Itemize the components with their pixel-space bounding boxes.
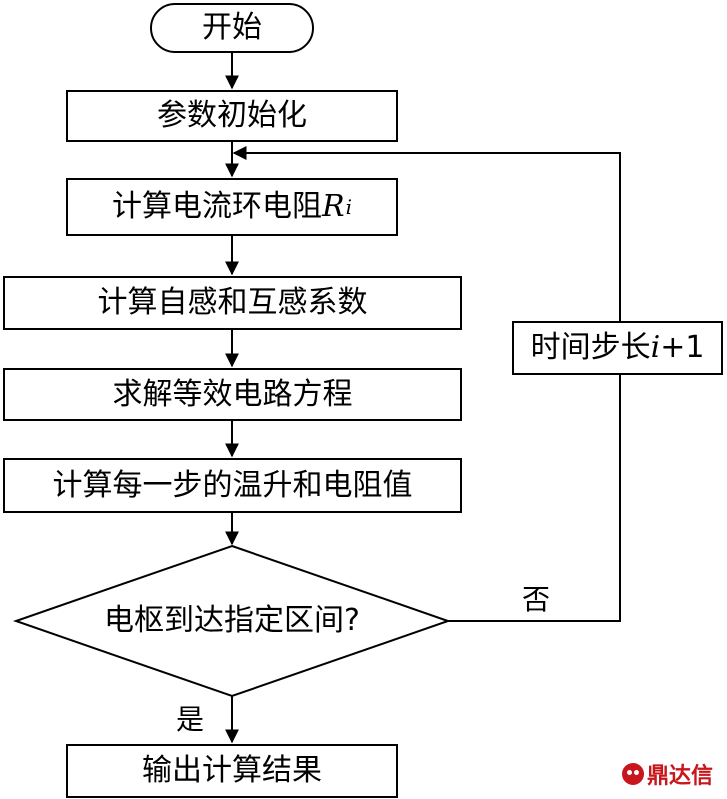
time-step-label: 时间步长 <box>530 330 651 365</box>
resistance-variable: R <box>322 189 345 224</box>
start-label: 开始 <box>202 10 262 45</box>
resistance-subscript: i <box>345 195 352 219</box>
decision-diamond <box>12 544 452 698</box>
watermark-text: 鼎达信 <box>647 764 714 789</box>
yes-branch-label: 是 <box>170 702 210 738</box>
temperature-box: 计算每一步的温升和电阻值 <box>3 458 462 513</box>
no-branch-label: 否 <box>516 582 556 618</box>
yes-label: 是 <box>175 703 204 736</box>
time-step-variable: i <box>650 330 661 365</box>
output-label: 输出计算结果 <box>142 753 322 788</box>
temperature-label: 计算每一步的温升和电阻值 <box>52 467 413 503</box>
decision-text-area: 电枢到达指定区间? <box>16 596 448 646</box>
inductance-box: 计算自感和互感系数 <box>3 276 462 330</box>
watermark-logo: 鼎达信 <box>622 758 713 790</box>
inductance-label: 计算自感和互感系数 <box>97 285 368 320</box>
init-label: 参数初始化 <box>157 98 307 133</box>
no-label: 否 <box>521 583 550 616</box>
solve-circuit-label: 求解等效电路方程 <box>112 376 353 412</box>
watermark-logo-icon <box>622 763 644 785</box>
solve-circuit-box: 求解等效电路方程 <box>3 368 462 421</box>
decision-label: 电枢到达指定区间? <box>104 603 360 638</box>
start-terminal: 开始 <box>150 3 314 53</box>
loop-right-from-decision <box>448 375 621 622</box>
loop-back-to-resistance <box>232 146 621 321</box>
time-step-increment: +1 <box>660 330 705 365</box>
output-box: 输出计算结果 <box>66 744 398 798</box>
resistance-label: 计算电流环电阻 <box>112 189 322 224</box>
init-box: 参数初始化 <box>66 90 398 142</box>
